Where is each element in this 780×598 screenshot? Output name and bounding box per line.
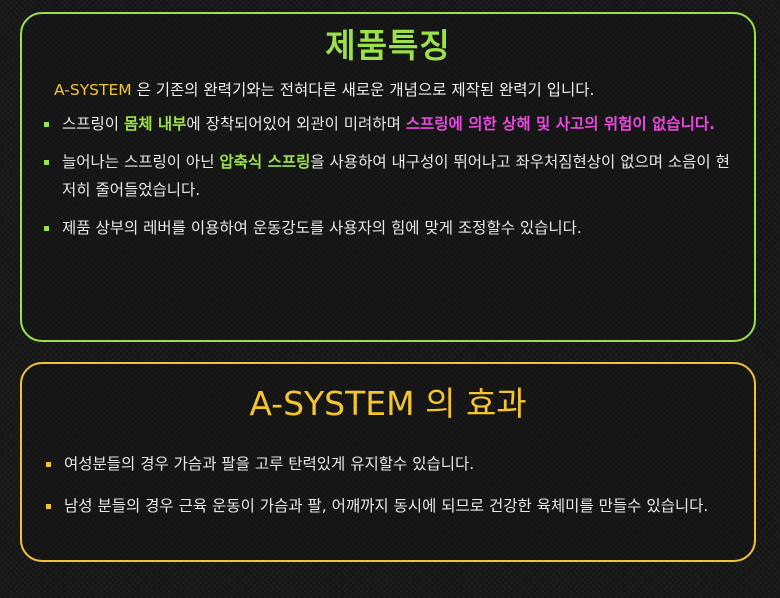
- bullet-square-icon: [44, 160, 49, 165]
- bullet-square-icon: [44, 122, 49, 127]
- feature-text: 에 장착되어있어 외관이 미려하며: [186, 115, 406, 133]
- effects-title: A-SYSTEM 의 효과: [249, 384, 527, 423]
- feature-highlight: 몸체 내부: [123, 115, 187, 133]
- effect-item: 여성분들의 경우 가슴과 팔을 고루 탄력있게 유지할수 있습니다.: [46, 450, 754, 478]
- bullet-square-icon: [46, 462, 51, 467]
- system-effects-panel: A-SYSTEM 의 효과 여성분들의 경우 가슴과 팔을 고루 탄력있게 유지…: [20, 362, 756, 562]
- effects-list: 여성분들의 경우 가슴과 팔을 고루 탄력있게 유지할수 있습니다. 남성 분들…: [22, 450, 754, 520]
- features-intro: A-SYSTEM 은 기존의 완력기와는 전혀다른 새로운 개념으로 제작된 완…: [22, 78, 754, 102]
- effect-item: 남성 분들의 경우 근육 운동이 가슴과 팔, 어깨까지 동시에 되므로 건강한…: [46, 492, 754, 520]
- effect-text: 남성 분들의 경우 근육 운동이 가슴과 팔, 어깨까지 동시에 되므로 건강한…: [64, 497, 709, 515]
- features-list: 스프링이 몸체 내부에 장착되어있어 외관이 미려하며 스프링에 의한 상해 및…: [22, 110, 754, 242]
- feature-item: 제품 상부의 레버를 이용하여 운동강도를 사용자의 힘에 맞게 조정할수 있습…: [44, 214, 754, 242]
- feature-text: 을 사용하여 내구성이 뛰어나고 좌우처짐현상이 없으며 소음이 현저히 줄어들…: [62, 153, 730, 199]
- bullet-square-icon: [46, 504, 51, 509]
- effect-text: 여성분들의 경우 가슴과 팔을 고루 탄력있게 유지할수 있습니다.: [64, 455, 475, 473]
- feature-highlight: 압축식 스프링: [219, 153, 311, 171]
- features-title: 제품특징: [325, 26, 451, 65]
- intro-brand-name: A-SYSTEM: [54, 81, 132, 99]
- feature-item: 스프링이 몸체 내부에 장착되어있어 외관이 미려하며 스프링에 의한 상해 및…: [44, 110, 754, 138]
- feature-text: 제품 상부의 레버를 이용하여 운동강도를 사용자의 힘에 맞게 조정할수 있습…: [62, 219, 582, 237]
- product-features-panel: 제품특징 A-SYSTEM 은 기존의 완력기와는 전혀다른 새로운 개념으로 …: [20, 12, 756, 342]
- feature-item: 늘어나는 스프링이 아닌 압축식 스프링을 사용하여 내구성이 뛰어나고 좌우처…: [44, 148, 754, 204]
- feature-text: 스프링이: [62, 115, 124, 133]
- bullet-square-icon: [44, 226, 49, 231]
- feature-text: 늘어나는 스프링이 아닌: [62, 153, 220, 171]
- intro-text: 은 기존의 완력기와는 전혀다른 새로운 개념으로 제작된 완력기 입니다.: [131, 81, 595, 99]
- feature-warning-highlight: 스프링에 의한 상해 및 사고의 위험이 없습니다.: [405, 115, 715, 133]
